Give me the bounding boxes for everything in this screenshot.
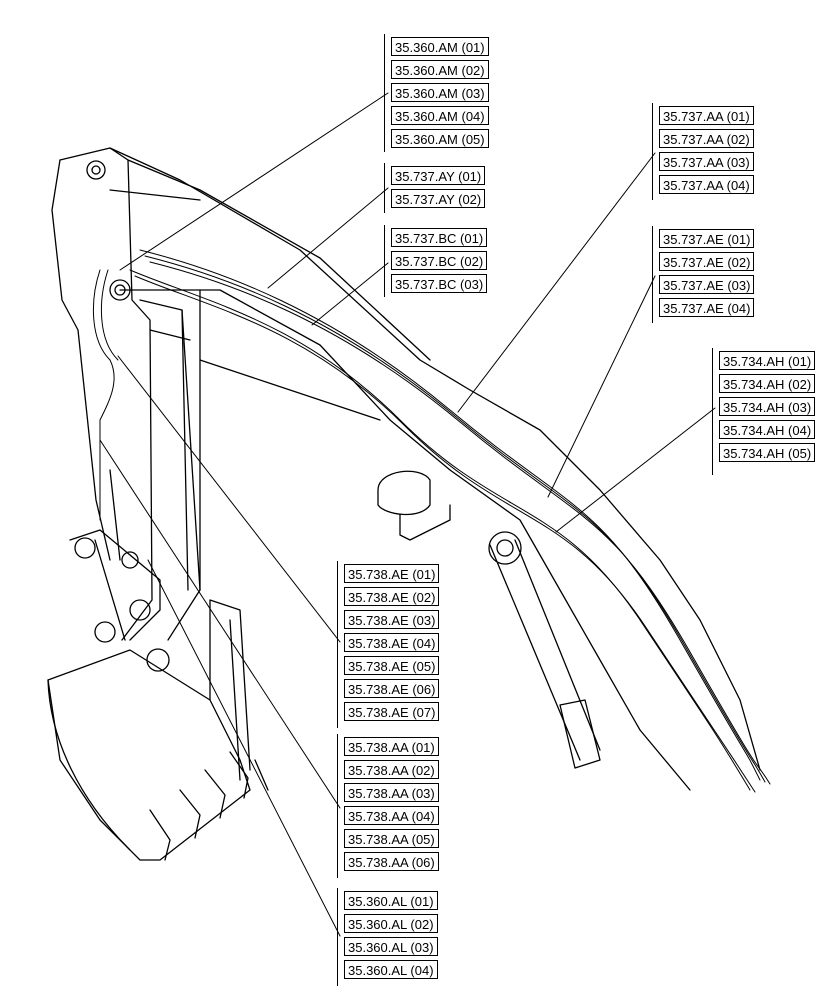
part-ref-35-360-al-02[interactable]: 35.360.AL (02) xyxy=(344,914,438,933)
part-ref-35-738-ae-03[interactable]: 35.738.AE (03) xyxy=(344,610,440,629)
part-ref-35-734-ah-02[interactable]: 35.734.AH (02) xyxy=(719,374,816,393)
part-ref-35-737-aa-04[interactable]: 35.737.AA (04) xyxy=(659,175,754,194)
callout-group-35-734-ah: 35.734.AH (01) 35.734.AH (02) 35.734.AH … xyxy=(712,348,816,475)
part-ref-35-738-aa-04[interactable]: 35.738.AA (04) xyxy=(344,806,439,825)
part-ref-35-734-ah-01[interactable]: 35.734.AH (01) xyxy=(719,351,816,370)
part-ref-35-737-aa-01[interactable]: 35.737.AA (01) xyxy=(659,106,754,125)
part-ref-35-737-ae-04[interactable]: 35.737.AE (04) xyxy=(659,298,755,317)
bucket-linkage xyxy=(69,469,170,672)
part-ref-35-360-am-03[interactable]: 35.360.AM (03) xyxy=(391,83,489,102)
part-ref-35-738-aa-02[interactable]: 35.738.AA (02) xyxy=(344,760,439,779)
callout-group-35-738-aa: 35.738.AA (01) 35.738.AA (02) 35.738.AA … xyxy=(337,734,439,878)
bucket xyxy=(47,599,269,861)
leader-lines xyxy=(99,92,716,937)
part-ref-35-737-ae-03[interactable]: 35.737.AE (03) xyxy=(659,275,755,294)
callout-group-35-737-ae: 35.737.AE (01) 35.737.AE (02) 35.737.AE … xyxy=(652,226,755,323)
part-ref-35-737-bc-01[interactable]: 35.737.BC (01) xyxy=(391,228,488,247)
part-ref-35-737-ae-02[interactable]: 35.737.AE (02) xyxy=(659,252,755,271)
part-ref-35-738-aa-01[interactable]: 35.738.AA (01) xyxy=(344,737,439,756)
part-ref-35-360-al-03[interactable]: 35.360.AL (03) xyxy=(344,937,438,956)
part-ref-35-734-ah-03[interactable]: 35.734.AH (03) xyxy=(719,397,816,416)
callout-group-35-360-am: 35.360.AM (01) 35.360.AM (02) 35.360.AM … xyxy=(384,34,489,152)
part-ref-35-737-ay-02[interactable]: 35.737.AY (02) xyxy=(391,189,486,208)
callout-group-35-737-bc: 35.737.BC (01) 35.737.BC (02) 35.737.BC … xyxy=(384,225,488,297)
part-ref-35-737-bc-02[interactable]: 35.737.BC (02) xyxy=(391,251,488,270)
work-light xyxy=(377,470,451,541)
part-ref-35-360-am-01[interactable]: 35.360.AM (01) xyxy=(391,37,489,56)
part-ref-35-738-ae-04[interactable]: 35.738.AE (04) xyxy=(344,633,440,652)
callout-group-35-737-aa: 35.737.AA (01) 35.737.AA (02) 35.737.AA … xyxy=(652,103,754,200)
part-ref-35-360-am-05[interactable]: 35.360.AM (05) xyxy=(391,129,489,148)
hydraulic-hoses xyxy=(92,249,771,793)
part-ref-35-738-ae-05[interactable]: 35.738.AE (05) xyxy=(344,656,440,675)
part-ref-35-738-aa-03[interactable]: 35.738.AA (03) xyxy=(344,783,439,802)
boom-cylinder xyxy=(488,531,601,769)
part-ref-35-360-al-01[interactable]: 35.360.AL (01) xyxy=(344,891,438,910)
part-ref-35-360-am-02[interactable]: 35.360.AM (02) xyxy=(391,60,489,79)
part-ref-35-738-aa-05[interactable]: 35.738.AA (05) xyxy=(344,829,439,848)
part-ref-35-737-bc-03[interactable]: 35.737.BC (03) xyxy=(391,274,488,293)
part-ref-35-737-aa-03[interactable]: 35.737.AA (03) xyxy=(659,152,754,171)
part-ref-35-360-al-04[interactable]: 35.360.AL (04) xyxy=(344,960,438,979)
callout-group-35-360-al: 35.360.AL (01) 35.360.AL (02) 35.360.AL … xyxy=(337,888,438,986)
part-ref-35-734-ah-04[interactable]: 35.734.AH (04) xyxy=(719,420,816,439)
part-ref-35-738-ae-01[interactable]: 35.738.AE (01) xyxy=(344,564,440,583)
part-ref-35-738-ae-07[interactable]: 35.738.AE (07) xyxy=(344,702,440,721)
callout-group-35-737-ay: 35.737.AY (01) 35.737.AY (02) xyxy=(384,163,486,213)
main-boom xyxy=(109,147,761,791)
part-ref-35-738-aa-06[interactable]: 35.738.AA (06) xyxy=(344,852,439,871)
part-ref-35-734-ah-05[interactable]: 35.734.AH (05) xyxy=(719,443,816,462)
part-ref-35-738-ae-02[interactable]: 35.738.AE (02) xyxy=(344,587,440,606)
part-ref-35-737-ae-01[interactable]: 35.737.AE (01) xyxy=(659,229,755,248)
part-ref-35-360-am-04[interactable]: 35.360.AM (04) xyxy=(391,106,489,125)
part-ref-35-737-ay-01[interactable]: 35.737.AY (01) xyxy=(391,166,486,185)
part-ref-35-738-ae-06[interactable]: 35.738.AE (06) xyxy=(344,679,440,698)
part-ref-35-737-aa-02[interactable]: 35.737.AA (02) xyxy=(659,129,754,148)
callout-group-35-738-ae: 35.738.AE (01) 35.738.AE (02) 35.738.AE … xyxy=(337,561,440,728)
